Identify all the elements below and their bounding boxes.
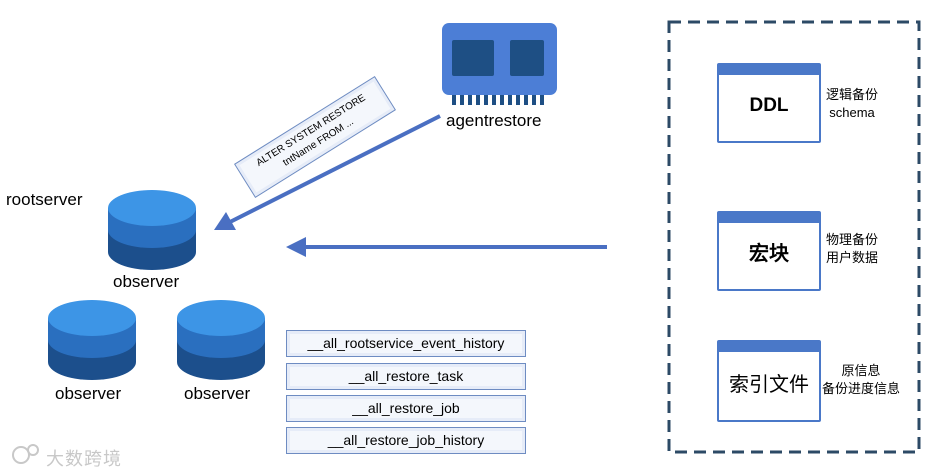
macroblock-card-title: 宏块 xyxy=(749,243,789,265)
index-file-card: 索引文件 xyxy=(717,340,821,422)
table-rootservice-event-history: __all_rootservice_event_history xyxy=(286,330,526,357)
rootserver-label: rootserver xyxy=(6,190,83,209)
observer-database-icon-left xyxy=(48,300,136,380)
ddl-note: 逻辑备份 schema xyxy=(826,86,878,122)
agentrestore-label: agentrestore xyxy=(446,111,542,130)
rootserver-database-icon xyxy=(108,190,196,270)
watermark-logo-icon xyxy=(12,444,39,464)
table-restore-task: __all_restore_task xyxy=(286,363,526,390)
ddl-card-title: DDL xyxy=(749,95,789,116)
index-file-note: 原信息 备份进度信息 xyxy=(822,362,900,398)
restore-data-arrow xyxy=(286,237,607,257)
observer-label-left: observer xyxy=(55,384,122,403)
table-restore-job-history: __all_restore_job_history xyxy=(286,427,526,454)
macroblock-note-line-2: 用户数据 xyxy=(826,250,879,265)
ddl-note-line-1: 逻辑备份 xyxy=(826,87,879,102)
index-file-note-line-1: 原信息 xyxy=(841,363,881,378)
watermark-text: 大数跨境 xyxy=(46,449,122,469)
observer-database-icon-right xyxy=(177,300,265,380)
observer-label-right: observer xyxy=(184,384,251,403)
ddl-card: DDL xyxy=(717,63,821,143)
index-file-note-line-2: 备份进度信息 xyxy=(822,381,901,396)
macroblock-card: 宏块 xyxy=(717,211,821,291)
restore-command-arrow xyxy=(214,114,441,230)
ddl-note-line-2: schema xyxy=(829,105,875,120)
agentrestore-icon xyxy=(442,23,557,105)
observer-label-root: observer xyxy=(113,272,180,291)
table-restore-job: __all_restore_job xyxy=(286,395,526,422)
index-file-card-title: 索引文件 xyxy=(729,374,809,396)
backup-set-container xyxy=(667,20,921,454)
macroblock-note: 物理备份 用户数据 xyxy=(826,231,878,267)
macroblock-note-line-1: 物理备份 xyxy=(826,232,879,247)
